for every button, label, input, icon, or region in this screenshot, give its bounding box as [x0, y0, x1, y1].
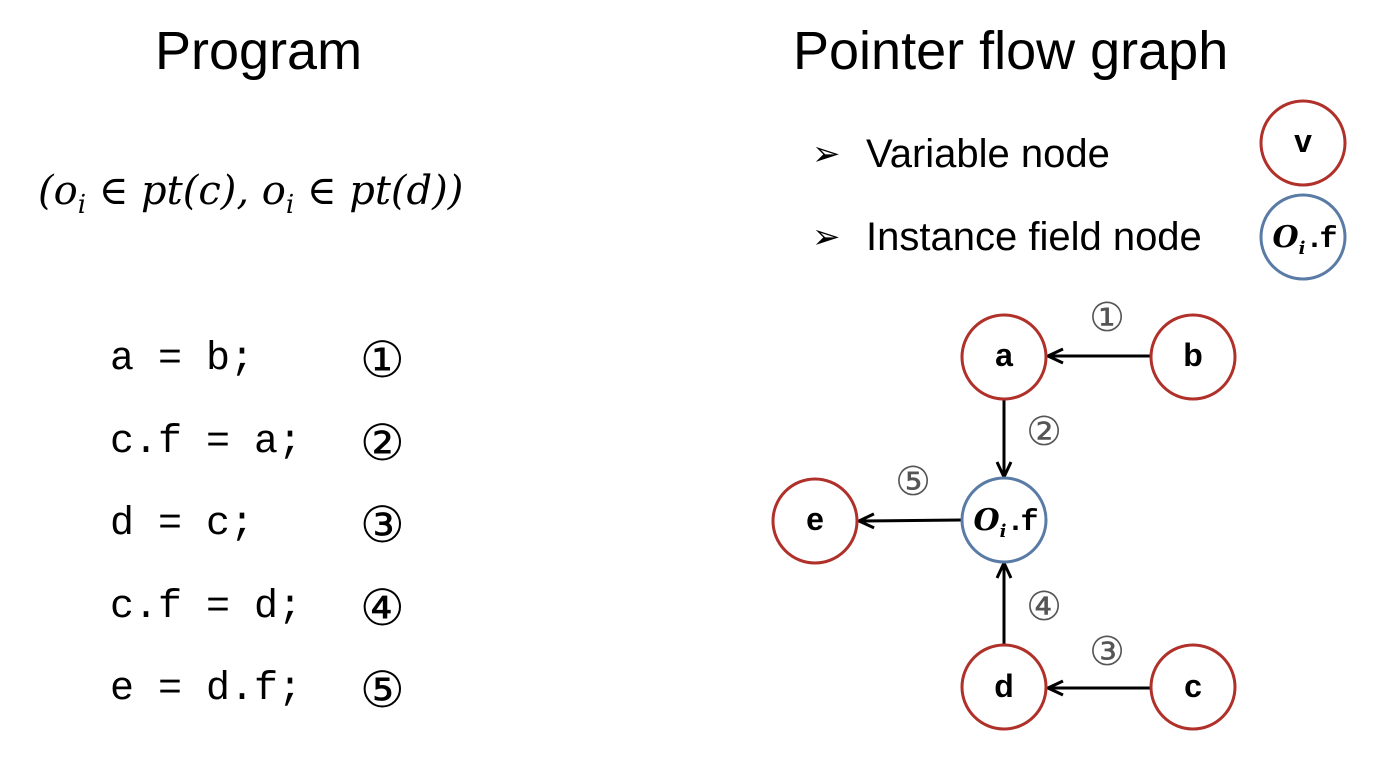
condition-text: (o [38, 168, 78, 214]
arrowhead-bullet-icon: ➢ [812, 217, 841, 257]
condition-text: ∈ pt(d)) [294, 168, 464, 214]
node-d: d [960, 643, 1048, 731]
edge-label-c-to-d: ③ [1089, 629, 1125, 675]
edge-label-field-to-e: ⑤ [895, 459, 931, 505]
node-e-circle [771, 477, 859, 565]
condition-subscript: i [285, 190, 295, 221]
node-d-circle [960, 643, 1048, 731]
statement-row: c.f = d; ④ [110, 567, 405, 650]
edge-label-a-to-field: ② [1026, 409, 1062, 455]
node-e: e [771, 477, 859, 565]
node-e-label: e [806, 501, 824, 537]
node-b-circle [1149, 313, 1237, 401]
field-object: O [1273, 220, 1299, 255]
node-c: c [1149, 643, 1237, 731]
statement-row: e = d.f; ⑤ [110, 649, 405, 732]
edge-label-b-to-a: ① [1089, 295, 1125, 341]
edge-label-d-to-field: ④ [1026, 584, 1062, 630]
statement-code: d = c; [110, 502, 255, 548]
node-c-label: c [1184, 668, 1202, 704]
graph-title: Pointer flow graph [793, 21, 1229, 81]
node-field-circle [960, 476, 1048, 564]
node-a: a [960, 313, 1048, 401]
condition-text: ∈ pt(c), o [86, 168, 286, 214]
statement-code: e = d.f; [110, 667, 303, 713]
condition-subscript: i [77, 190, 87, 221]
node-b: b [1149, 313, 1237, 401]
statement-step-badge: ① [360, 331, 405, 390]
statement-code: a = b; [110, 337, 255, 383]
arrowhead-bullet-icon: ➢ [812, 134, 841, 174]
node-a-label: a [995, 337, 1013, 373]
statement-row: d = c; ③ [110, 484, 405, 567]
field-name: .f [1006, 506, 1037, 540]
node-d-label: d [994, 668, 1014, 704]
variable-node-sample-circle [1259, 99, 1347, 187]
edge-field-to-e [859, 520, 962, 521]
field-node-sample-circle [1259, 193, 1347, 281]
statement-step-badge: ④ [360, 578, 405, 637]
field-subscript: i [1000, 521, 1007, 542]
statement-step-badge: ② [360, 413, 405, 472]
statement-list: a = b; ① c.f = a; ② d = c; ③ c.f = d; ④ … [110, 319, 405, 732]
field-name: .f [1305, 223, 1336, 257]
variable-node-sample: v [1259, 99, 1347, 187]
statement-code: c.f = d; [110, 584, 303, 630]
statement-step-badge: ③ [360, 496, 405, 555]
statement-code: c.f = a; [110, 419, 303, 465]
node-a-circle [960, 313, 1048, 401]
legend-item-field-node: ➢ Instance field node [812, 213, 1202, 261]
legend-label: Variable node [866, 132, 1110, 176]
program-title: Program [155, 21, 363, 81]
statement-row: c.f = a; ② [110, 402, 405, 485]
legend-label: Instance field node [866, 215, 1202, 259]
legend-item-variable-node: ➢ Variable node [812, 130, 1110, 178]
field-subscript: i [1299, 238, 1306, 259]
field-node-sample: Oi.f [1259, 193, 1347, 281]
node-b-label: b [1183, 337, 1203, 373]
statement-step-badge: ⑤ [360, 661, 405, 720]
field-object: O [974, 503, 1000, 538]
points-to-condition: (oi ∈ pt(c), oi ∈ pt(d)) [38, 167, 463, 229]
variable-node-sample-label: v [1294, 123, 1312, 159]
statement-row: a = b; ① [110, 319, 405, 402]
node-field: Oi.f [960, 476, 1048, 564]
node-c-circle [1149, 643, 1237, 731]
